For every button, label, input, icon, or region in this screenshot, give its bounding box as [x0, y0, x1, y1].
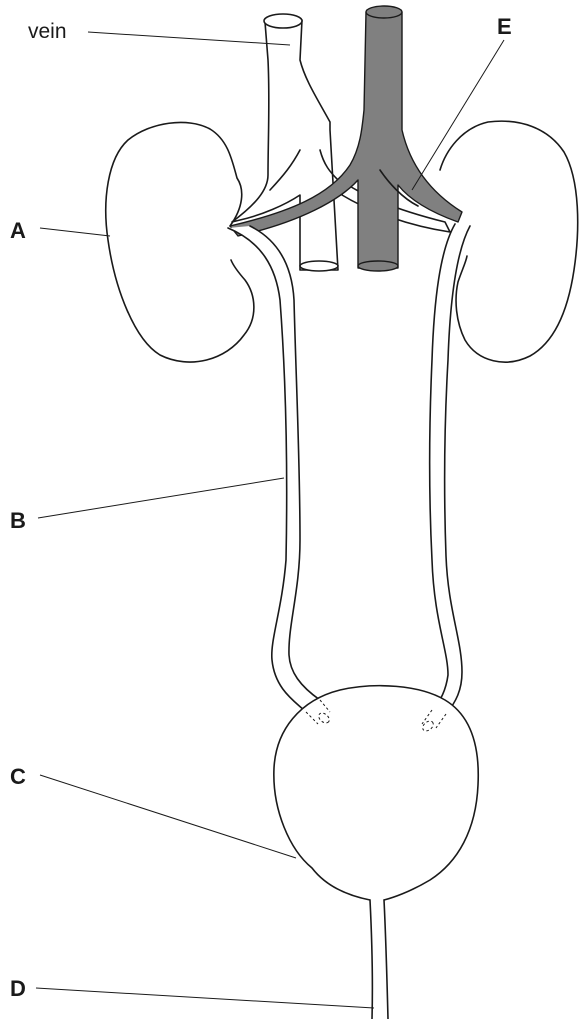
left-kidney [106, 122, 254, 362]
label-c-leader-line [40, 775, 296, 858]
label-a: A [10, 218, 26, 243]
vein [232, 14, 450, 271]
label-a-leader-line [40, 228, 110, 236]
label-b-leader-line [38, 478, 284, 518]
label-b: B [10, 508, 26, 533]
artery-e [230, 6, 462, 271]
vein-leader-line [88, 32, 290, 45]
bladder [274, 686, 478, 900]
label-d-leader-line [36, 988, 374, 1008]
label-c: C [10, 764, 26, 789]
label-e: E [497, 14, 512, 39]
vein-label: vein [28, 20, 67, 43]
label-d: D [10, 976, 26, 1001]
